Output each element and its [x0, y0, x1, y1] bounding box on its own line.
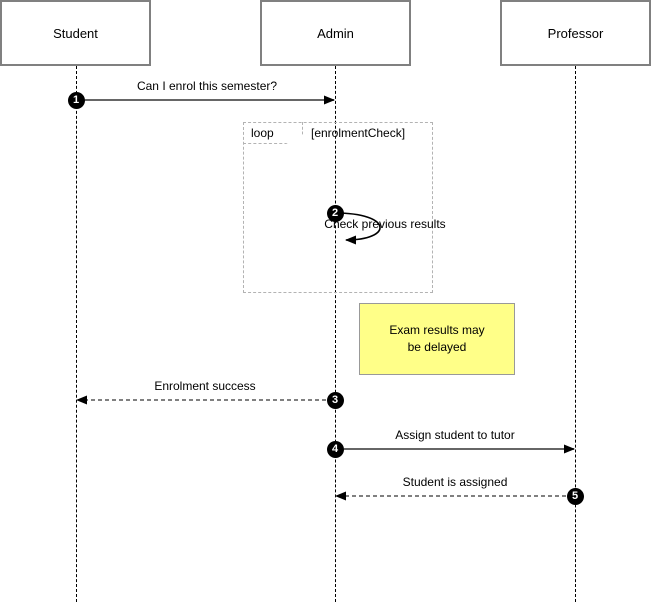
note-line-2: be delayed [407, 340, 467, 354]
lifeline-box-student[interactable]: Student [0, 0, 151, 66]
message-label-4: Assign student to tutor [395, 428, 515, 442]
lifeline-box-professor[interactable]: Professor [500, 0, 651, 66]
lifeline-label-student: Student [53, 25, 98, 41]
lifeline-label-admin: Admin [317, 25, 354, 41]
note-line-1: Exam results may [389, 322, 485, 337]
sequence-badge-5[interactable]: 5 [566, 487, 584, 505]
message-label-3: Enrolment success [154, 379, 256, 393]
sequence-badge-2[interactable]: 2 [326, 204, 344, 222]
lifeline-line-admin [335, 66, 336, 602]
note-exam-results[interactable]: Exam results may be delayed [359, 303, 515, 375]
lifeline-box-admin[interactable]: Admin [260, 0, 411, 66]
fragment-operator-tab: loop [243, 122, 303, 144]
message-label-2: Check previous results [324, 217, 446, 231]
message-label-1: Can I enrol this semester? [136, 79, 278, 93]
lifeline-label-professor: Professor [547, 25, 604, 41]
lifeline-line-professor [575, 66, 576, 602]
message-label-5: Student is assigned [402, 475, 508, 489]
sequence-badge-1[interactable]: 1 [67, 91, 85, 109]
fragment-guard-condition: [enrolmentCheck] [311, 126, 406, 140]
lifeline-line-student [76, 66, 77, 602]
sequence-badge-3[interactable]: 3 [326, 391, 344, 409]
sequence-badge-4[interactable]: 4 [326, 440, 344, 458]
fragment-operator-label: loop [251, 125, 274, 140]
combined-fragment-loop[interactable] [243, 122, 433, 293]
